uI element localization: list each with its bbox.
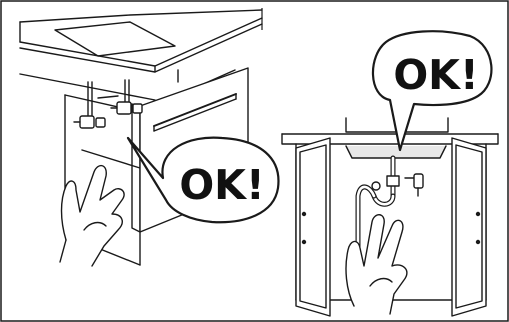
left-cabinet-door bbox=[296, 138, 330, 316]
left-ok-label: OK! bbox=[179, 161, 264, 209]
right-ok-label: OK! bbox=[393, 51, 478, 99]
right-cabinet-door bbox=[452, 138, 486, 316]
sink-basin bbox=[346, 146, 446, 158]
